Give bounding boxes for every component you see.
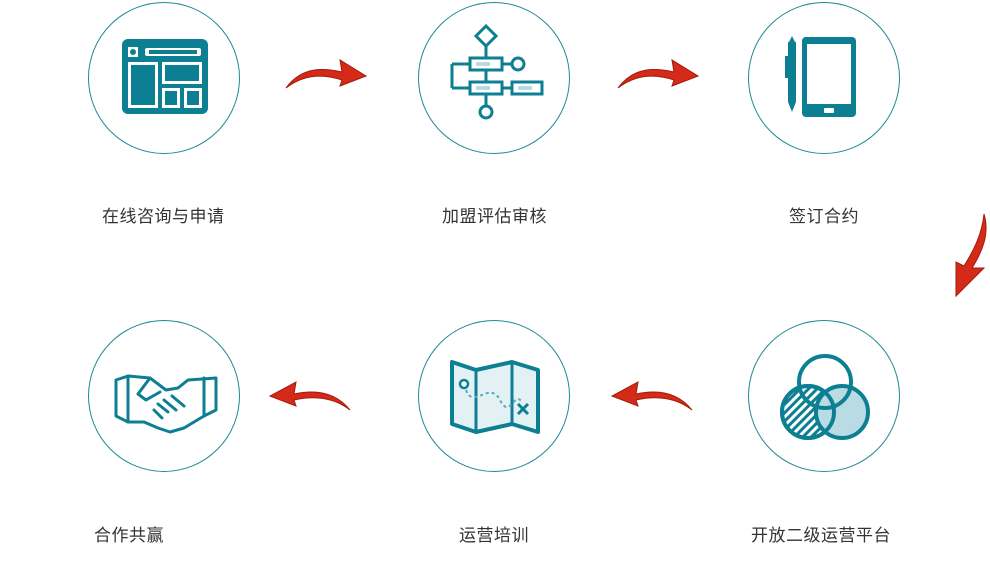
tablet-pen-icon (785, 36, 856, 117)
step-1-label: 在线咨询与申请 (102, 207, 225, 227)
step-6 (88, 320, 248, 480)
step-1 (88, 2, 248, 162)
step-5 (418, 320, 578, 480)
step-6-label: 合作共赢 (94, 526, 164, 546)
venn-diagram-icon (780, 354, 870, 440)
arrow-right-icon (285, 58, 368, 89)
arrow-left-icon (610, 381, 693, 411)
step-5-label: 运营培训 (459, 526, 529, 546)
flowchart-icon (450, 23, 544, 120)
step-2-label: 加盟评估审核 (442, 207, 547, 227)
step-circle (418, 2, 570, 154)
arrow-left-icon (268, 381, 351, 411)
step-3-label: 签订合约 (789, 207, 859, 227)
arrow-down-icon (955, 213, 987, 298)
step-3 (748, 2, 908, 162)
step-4 (748, 320, 908, 480)
step-4-label: 开放二级运营平台 (751, 526, 891, 546)
step-circle (418, 320, 570, 472)
handshake-icon (114, 374, 218, 434)
map-route-icon (450, 360, 540, 434)
arrow-right-icon (617, 58, 700, 89)
step-2 (418, 2, 578, 162)
browser-layout-icon (122, 39, 208, 114)
